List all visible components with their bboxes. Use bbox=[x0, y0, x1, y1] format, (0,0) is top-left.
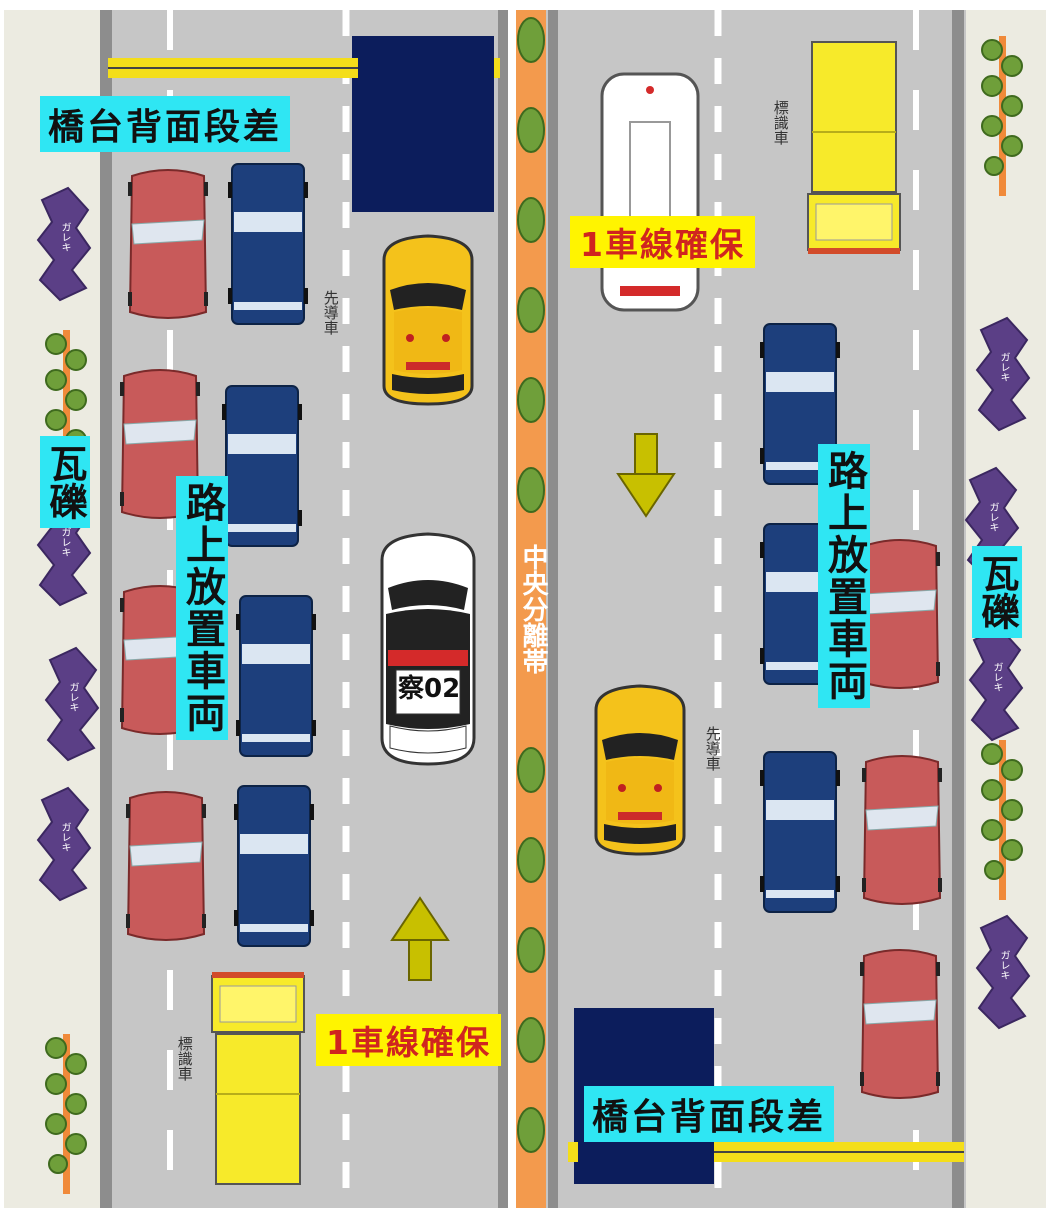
rubble-mark-5: ガレキ bbox=[998, 352, 1009, 382]
abutment-step-label-top: 橋台背面段差 bbox=[40, 96, 291, 152]
rubble-mark-8: ガレキ bbox=[998, 950, 1009, 980]
abutment-step-label-bottom: 橋台背面段差 bbox=[584, 1086, 835, 1142]
rubble-mark-3: ガレキ bbox=[67, 682, 78, 712]
abandoned-vehicles-label-left: 路上放置車両 bbox=[176, 476, 228, 740]
rubble-mark-4: ガレキ bbox=[59, 822, 70, 852]
police-car-number: 察02 bbox=[398, 674, 461, 704]
rubble-mark-7: ガレキ bbox=[991, 662, 1002, 692]
sign-vehicle-text-left: 標識車 bbox=[175, 1036, 194, 1081]
abandoned-vehicles-label-right: 路上放置車両 bbox=[818, 444, 870, 708]
lead-vehicle-text-right: 先導車 bbox=[703, 726, 722, 771]
median-label: 中央分離帯 bbox=[516, 540, 548, 678]
lead-vehicle-text-left: 先導車 bbox=[321, 290, 340, 335]
rubble-mark-2: ガレキ bbox=[59, 527, 70, 557]
secure-one-lane-label-top: 1車線確保 bbox=[570, 216, 755, 268]
rubble-mark-6: ガレキ bbox=[987, 502, 998, 532]
sign-vehicle-text-right: 標識車 bbox=[771, 100, 790, 145]
rubble-label-right: 瓦礫 bbox=[972, 546, 1022, 638]
rubble-label-left: 瓦礫 bbox=[40, 436, 90, 528]
secure-one-lane-label-bottom: 1車線確保 bbox=[316, 1014, 501, 1066]
rubble-mark-1: ガレキ bbox=[59, 222, 70, 252]
